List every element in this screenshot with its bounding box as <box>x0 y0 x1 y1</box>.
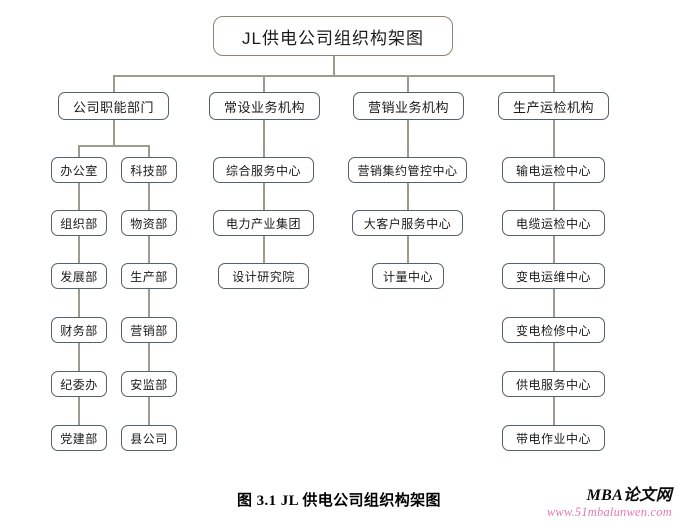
node-live-working-center[interactable]: 带电作业中心 <box>502 425 605 451</box>
connector-b2-1-2 <box>263 183 265 211</box>
node-cable-operation-inspection-center[interactable]: 电缆运检中心 <box>502 210 605 236</box>
connector-root-stem <box>333 55 335 77</box>
node-design-research-institute[interactable]: 设计研究院 <box>218 263 309 289</box>
node-safety-supervision-dept[interactable]: 安监部 <box>121 371 177 397</box>
node-branch-production-operation-inspection[interactable]: 生产运检机构 <box>498 92 609 120</box>
connector-b3-1-2 <box>407 183 409 211</box>
connector-branch3-stem <box>407 119 409 158</box>
node-development-dept[interactable]: 发展部 <box>51 263 107 289</box>
node-marketing-intensive-control-center[interactable]: 营销集约管控中心 <box>348 157 467 183</box>
node-branch-marketing-business-organizations[interactable]: 营销业务机构 <box>353 92 464 120</box>
connector-b4-5-6 <box>553 397 555 426</box>
connector-branch4-drop <box>553 75 555 92</box>
connector-b4-3-4 <box>553 289 555 318</box>
connector-branch2-stem <box>263 119 265 158</box>
watermark-url: www.51mbalunwen.com <box>546 505 672 520</box>
connector-b1c1-2-3 <box>78 236 80 264</box>
connector-b2-2-3 <box>263 236 265 264</box>
connector-b1c2-1-2 <box>148 183 150 211</box>
figure-caption: 图 3.1 JL 供电公司组织构架图 <box>237 493 441 509</box>
node-party-building-dept[interactable]: 党建部 <box>51 425 107 451</box>
connector-branch4-stem <box>553 119 555 158</box>
node-transmission-operation-inspection-center[interactable]: 输电运检中心 <box>502 157 605 183</box>
connector-b4-4-5 <box>553 343 555 372</box>
connector-branch2-drop <box>263 75 265 92</box>
connector-b1c2-5-6 <box>148 397 150 426</box>
node-materials-dept[interactable]: 物资部 <box>121 210 177 236</box>
node-marketing-dept[interactable]: 营销部 <box>121 317 177 343</box>
connector-branch1-drop <box>113 75 115 92</box>
node-finance-dept[interactable]: 财务部 <box>51 317 107 343</box>
node-science-technology-dept[interactable]: 科技部 <box>121 157 177 183</box>
connector-level2-bus <box>113 75 555 77</box>
node-county-company[interactable]: 县公司 <box>121 425 177 451</box>
node-substation-repair-center[interactable]: 变电检修中心 <box>502 317 605 343</box>
node-comprehensive-service-center[interactable]: 综合服务中心 <box>213 157 314 183</box>
node-branch-standing-business-organizations[interactable]: 常设业务机构 <box>209 92 320 120</box>
node-root-title[interactable]: JL供电公司组织构架图 <box>213 16 453 56</box>
connector-branch3-drop <box>407 75 409 92</box>
connector-branch1-stem <box>113 119 115 147</box>
connector-branch1-bus <box>78 145 150 147</box>
connector-branch1-col2-drop <box>148 145 150 158</box>
node-discipline-inspection-office[interactable]: 纪委办 <box>51 371 107 397</box>
connector-b1c2-4-5 <box>148 343 150 372</box>
connector-b4-2-3 <box>553 236 555 264</box>
node-metering-center[interactable]: 计量中心 <box>372 263 444 289</box>
watermark: MBA论文网 www.51mbalunwen.com <box>547 487 672 520</box>
node-organization-dept[interactable]: 组织部 <box>51 210 107 236</box>
connector-b1c1-1-2 <box>78 183 80 211</box>
node-key-account-service-center[interactable]: 大客户服务中心 <box>352 210 463 236</box>
node-power-industry-group[interactable]: 电力产业集团 <box>213 210 314 236</box>
node-branch-company-functional-departments[interactable]: 公司职能部门 <box>58 92 169 120</box>
node-office[interactable]: 办公室 <box>51 157 107 183</box>
connector-b4-1-2 <box>553 183 555 211</box>
node-production-dept[interactable]: 生产部 <box>121 263 177 289</box>
connector-branch1-col1-drop <box>78 145 80 158</box>
connector-b1c1-5-6 <box>78 397 80 426</box>
connector-b1c2-2-3 <box>148 236 150 264</box>
connector-b1c1-3-4 <box>78 289 80 318</box>
node-substation-maintenance-center[interactable]: 变电运维中心 <box>502 263 605 289</box>
node-power-supply-service-center[interactable]: 供电服务中心 <box>502 371 605 397</box>
connector-b1c1-4-5 <box>78 343 80 372</box>
watermark-brand: MBA论文网 <box>586 487 672 504</box>
connector-b3-2-3 <box>407 236 409 264</box>
connector-b1c2-3-4 <box>148 289 150 318</box>
